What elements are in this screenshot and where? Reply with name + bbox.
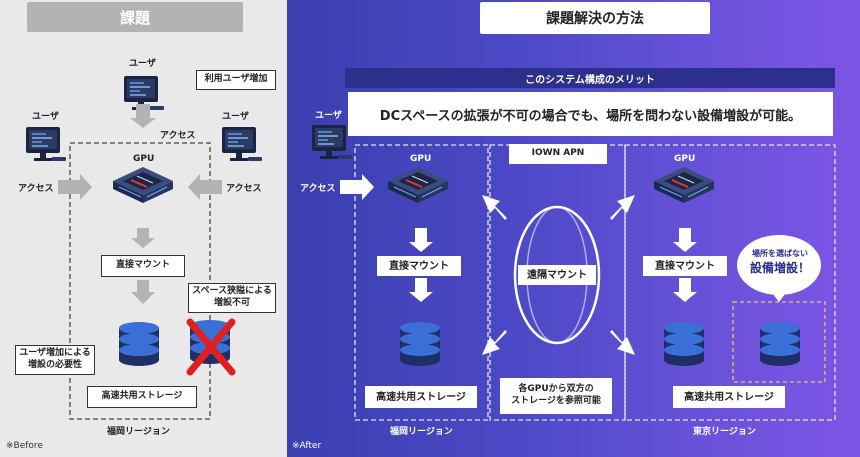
cross-mark-icon: [186, 318, 236, 376]
after-header: 課題解決の方法: [480, 2, 710, 34]
before-region-label: 福岡リージョン: [107, 427, 170, 437]
anywhere-line2: 設備増設！: [749, 261, 810, 275]
before-user-top-label: ユーザ: [129, 59, 156, 69]
apn-label: IOWN APN: [509, 144, 607, 164]
before-storage-db-icon: [119, 322, 159, 366]
after-user-monitor-icon: [311, 124, 353, 160]
before-arrow-top: [130, 104, 156, 128]
anywhere-line1: 場所を選ばない: [752, 249, 808, 258]
after-storage-right-db-icon: [664, 322, 704, 366]
after-diag-arrows: [482, 195, 635, 355]
before-storage-box: 高速共用ストレージ: [87, 386, 197, 408]
before-arrow-mid: [131, 228, 155, 248]
before-user-right-monitor-icon: [221, 126, 263, 162]
before-access-top-label: アクセス: [160, 131, 196, 141]
after-arrow-left-low: [409, 278, 433, 302]
after-arrow-access: [340, 174, 374, 200]
before-space-note: スペース狭隘による 増設不可: [188, 283, 276, 313]
anywhere-text: 場所を選ばない 設備増設！: [740, 248, 820, 276]
before-header: 課題: [27, 2, 243, 32]
before-arrow-right: [188, 174, 222, 200]
before-arrow-low: [131, 280, 155, 304]
before-footnote: ※Before: [6, 441, 43, 451]
after-direct-mount-left: 直接マウント: [377, 256, 461, 276]
after-user-label: ユーザ: [315, 111, 342, 121]
after-storage-left-db-icon: [400, 322, 440, 366]
merit-title-bar: このシステム構成のメリット: [345, 68, 835, 88]
before-access-left-label: アクセス: [18, 184, 54, 194]
anywhere-bubble: [737, 235, 821, 302]
after-storage-left-box: 高速共用ストレージ: [365, 386, 477, 408]
after-gpu-left-device-icon: [387, 166, 449, 204]
after-direct-mount-right: 直接マウント: [643, 256, 727, 276]
ref-note: 各GPUから双方の ストレージを参照可能: [500, 378, 612, 414]
after-fukuoka-frame: [354, 144, 489, 421]
before-user-left-label: ユーザ: [32, 112, 59, 122]
after-tokyo-frame: [624, 144, 836, 421]
before-gpu-device-icon: [112, 166, 174, 204]
before-access-right-label: アクセス: [226, 184, 262, 194]
before-increase-note: 利用ユーザ増加: [196, 70, 276, 90]
after-region-right-label: 東京リージョン: [693, 427, 756, 437]
remote-mount-box: 遠隔マウント: [518, 265, 596, 285]
after-region-left-label: 福岡リージョン: [390, 427, 453, 437]
after-access-label: アクセス: [300, 184, 336, 194]
before-gpu-label: GPU: [133, 154, 155, 164]
after-footnote: ※After: [292, 441, 322, 451]
before-user-need-note: ユーザ増加による 増設の必要性: [15, 345, 95, 375]
after-gpu-left-label: GPU: [410, 154, 432, 164]
before-direct-mount-box: 直接マウント: [101, 255, 185, 277]
after-storage-right-box: 高速共用ストレージ: [673, 386, 785, 408]
after-storage-extra-db-icon: [760, 322, 800, 366]
after-arrow-left-mid: [409, 228, 433, 252]
after-gpu-right-device-icon: [653, 166, 715, 204]
before-user-left-monitor-icon: [25, 126, 67, 162]
after-gpu-right-label: GPU: [674, 154, 696, 164]
before-arrow-left: [58, 174, 92, 200]
merit-text: DCスペースの拡張が不可の場合でも、場所を問わない設備増設が可能。: [348, 92, 833, 136]
before-user-right-label: ユーザ: [222, 112, 249, 122]
after-arrow-right-low: [673, 278, 697, 302]
after-arrow-right-mid: [673, 228, 697, 252]
